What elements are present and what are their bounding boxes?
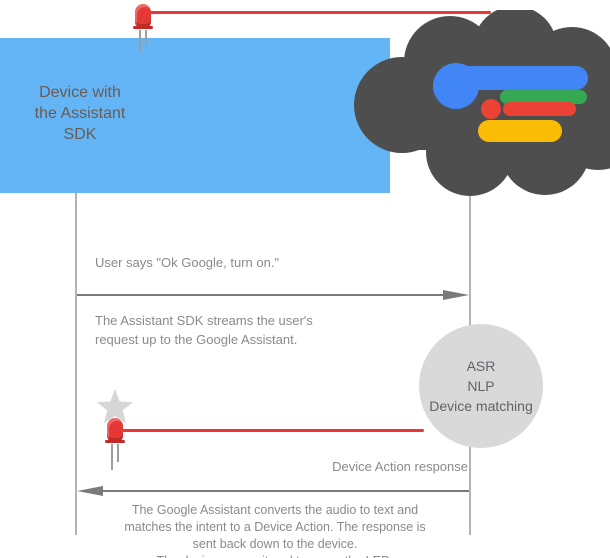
device-box: Device with the Assistant SDK — [0, 38, 390, 193]
caption-line-1: The Google Assistant converts the audio … — [131, 503, 419, 517]
request-arrowhead — [443, 290, 469, 300]
response-arrow-line — [99, 490, 469, 492]
caption-line-4: The device parses it and turns on the LE… — [40, 553, 510, 558]
response-label: Device Action response — [332, 459, 468, 474]
led-rim — [105, 440, 125, 443]
assistant-cloud-icon — [354, 10, 610, 196]
led-icon-mid — [105, 418, 127, 470]
device-lifeline — [75, 193, 77, 535]
caption: The Google Assistant converts the audio … — [40, 502, 510, 558]
asr-label: ASR — [466, 358, 496, 374]
device-label: Device with the Assistant SDK — [34, 84, 126, 143]
caption-line-3: sent back down to the device. — [192, 537, 358, 551]
device-matching-label: Device matching — [429, 398, 533, 414]
response-arrowhead — [77, 486, 103, 496]
led-wire-top — [149, 11, 491, 14]
light-burst-icon — [96, 389, 134, 424]
led-bulb — [135, 4, 151, 28]
google-assistant-logo — [433, 63, 588, 142]
led-bulb — [107, 418, 123, 442]
led-rim — [133, 26, 153, 29]
request-label: User says "Ok Google, turn on." — [95, 255, 280, 270]
processing-circle: ASR NLP Device matching — [419, 324, 543, 448]
caption-line-2: matches the intent to a Device Action. T… — [124, 520, 426, 534]
process-label: The Assistant SDK streams the user's req… — [95, 313, 313, 347]
request-arrow-line — [77, 294, 447, 296]
led-wire-mid — [116, 429, 424, 432]
nlp-label: NLP — [467, 378, 495, 394]
led-icon-top — [133, 4, 155, 56]
